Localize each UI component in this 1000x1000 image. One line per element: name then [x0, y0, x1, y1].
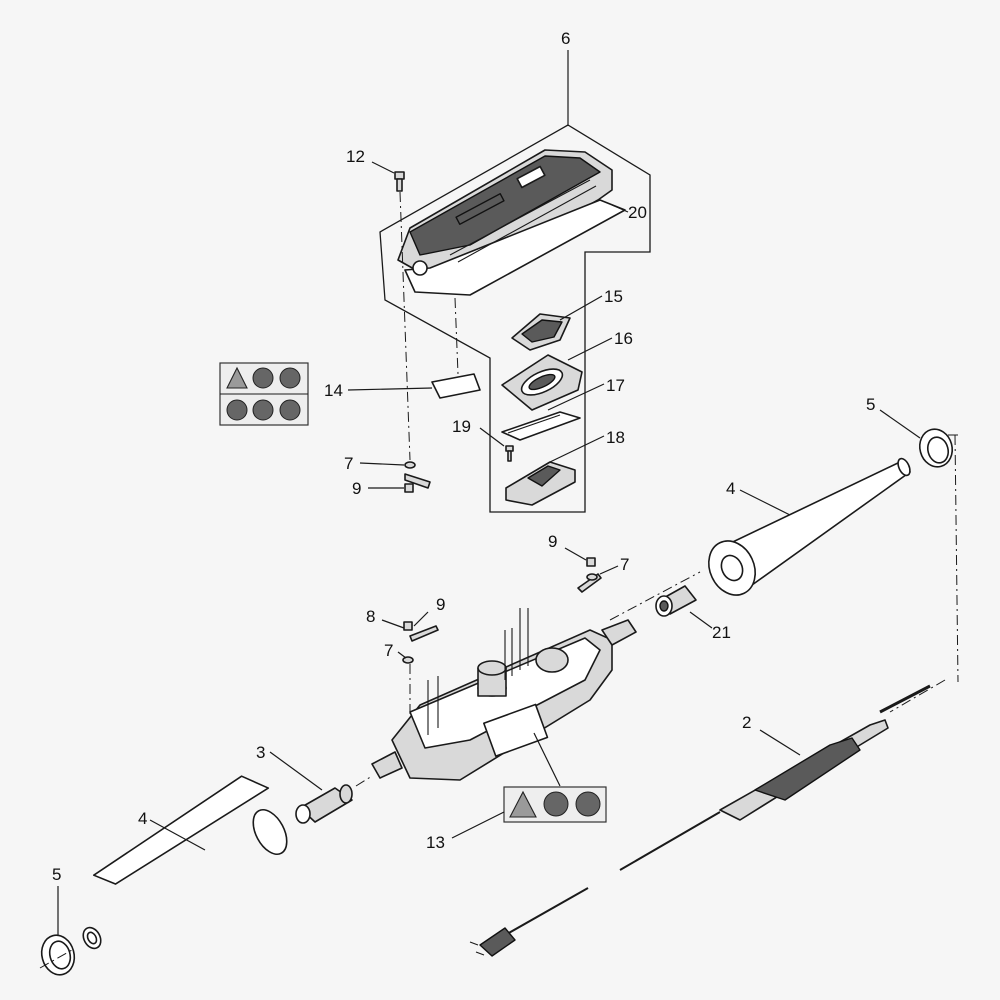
- axis-line-bushing: [355, 775, 373, 787]
- screw-12: [394, 171, 405, 192]
- frame-16: [501, 354, 583, 411]
- bushing-3: [295, 784, 353, 824]
- callout-13: 13: [426, 833, 445, 852]
- leader-21: [689, 611, 713, 629]
- callout-15: 15: [604, 287, 623, 306]
- axis-line-ring: [39, 949, 73, 969]
- callout-7b: 7: [620, 555, 629, 574]
- leader-2: [759, 729, 801, 756]
- warning-sticker-14: [219, 362, 309, 426]
- switch-18: [505, 461, 576, 506]
- plate-17: [501, 411, 581, 441]
- callout-7a: 7: [344, 454, 353, 473]
- callout-12: 12: [346, 147, 365, 166]
- leader-19: [479, 427, 505, 447]
- ring-5-lower: [40, 934, 76, 976]
- callout-3: 3: [256, 743, 265, 762]
- leader-3: [269, 751, 323, 791]
- sleeve-4-lower: [82, 775, 288, 950]
- callout-4a: 4: [726, 479, 735, 498]
- washer-nut-upper: [404, 461, 431, 493]
- leader-18: [549, 435, 605, 463]
- callout-18: 18: [606, 428, 625, 447]
- leader-8: [381, 619, 405, 629]
- leader-13a: [533, 732, 561, 787]
- callout-5b: 5: [52, 865, 61, 884]
- callout-6: 6: [561, 29, 570, 48]
- callout-9a: 9: [352, 479, 361, 498]
- leader-20: [611, 204, 629, 213]
- callout-4b: 4: [138, 809, 147, 828]
- assembly-frame: [379, 124, 651, 513]
- ring-5-upper: [918, 428, 954, 468]
- leader-15: [559, 295, 603, 321]
- callout-9c: 9: [436, 595, 445, 614]
- axis-line-upper-2: [454, 297, 459, 375]
- leader-7a: [359, 462, 405, 466]
- cable-gland-21: [655, 585, 697, 617]
- screw-19: [505, 445, 514, 462]
- leader-4b: [149, 819, 206, 851]
- top-cover: [397, 149, 626, 296]
- callout-14: 14: [324, 381, 343, 400]
- callout-9b: 9: [548, 532, 557, 551]
- leader-9c: [413, 611, 429, 627]
- callout-16: 16: [614, 329, 633, 348]
- leader-7b: [599, 565, 619, 575]
- warning-sticker-13: [503, 786, 607, 823]
- callout-5a: 5: [866, 395, 875, 414]
- leader-13: [451, 811, 505, 839]
- leader-5a: [879, 409, 921, 439]
- washer-nut-mid-right: [577, 557, 602, 593]
- leader-12: [371, 161, 395, 174]
- callout-2: 2: [742, 713, 751, 732]
- leader-7c: [397, 651, 407, 659]
- axis-line-gland: [609, 571, 701, 621]
- washer-nut-mid-left: [402, 621, 439, 664]
- power-cord-2: [469, 684, 931, 957]
- axis-line-cord: [889, 679, 946, 713]
- leader-14: [347, 387, 433, 391]
- callout-8: 8: [366, 607, 375, 626]
- leader-17: [547, 383, 605, 411]
- callout-21: 21: [712, 623, 731, 642]
- axis-line-upper-1: [399, 191, 411, 461]
- leader-4a: [739, 489, 791, 516]
- sleeve-4-upper: [708, 457, 911, 596]
- axis-line-right: [954, 434, 959, 683]
- leader-16: [567, 337, 613, 361]
- cap-15: [511, 313, 571, 351]
- callout-19: 19: [452, 417, 471, 436]
- sticker-placeholder-14: [431, 373, 481, 399]
- main-housing: [371, 608, 637, 781]
- callout-7c: 7: [384, 641, 393, 660]
- leader-9b: [564, 547, 587, 561]
- callout-20: 20: [628, 203, 647, 222]
- callout-17: 17: [606, 376, 625, 395]
